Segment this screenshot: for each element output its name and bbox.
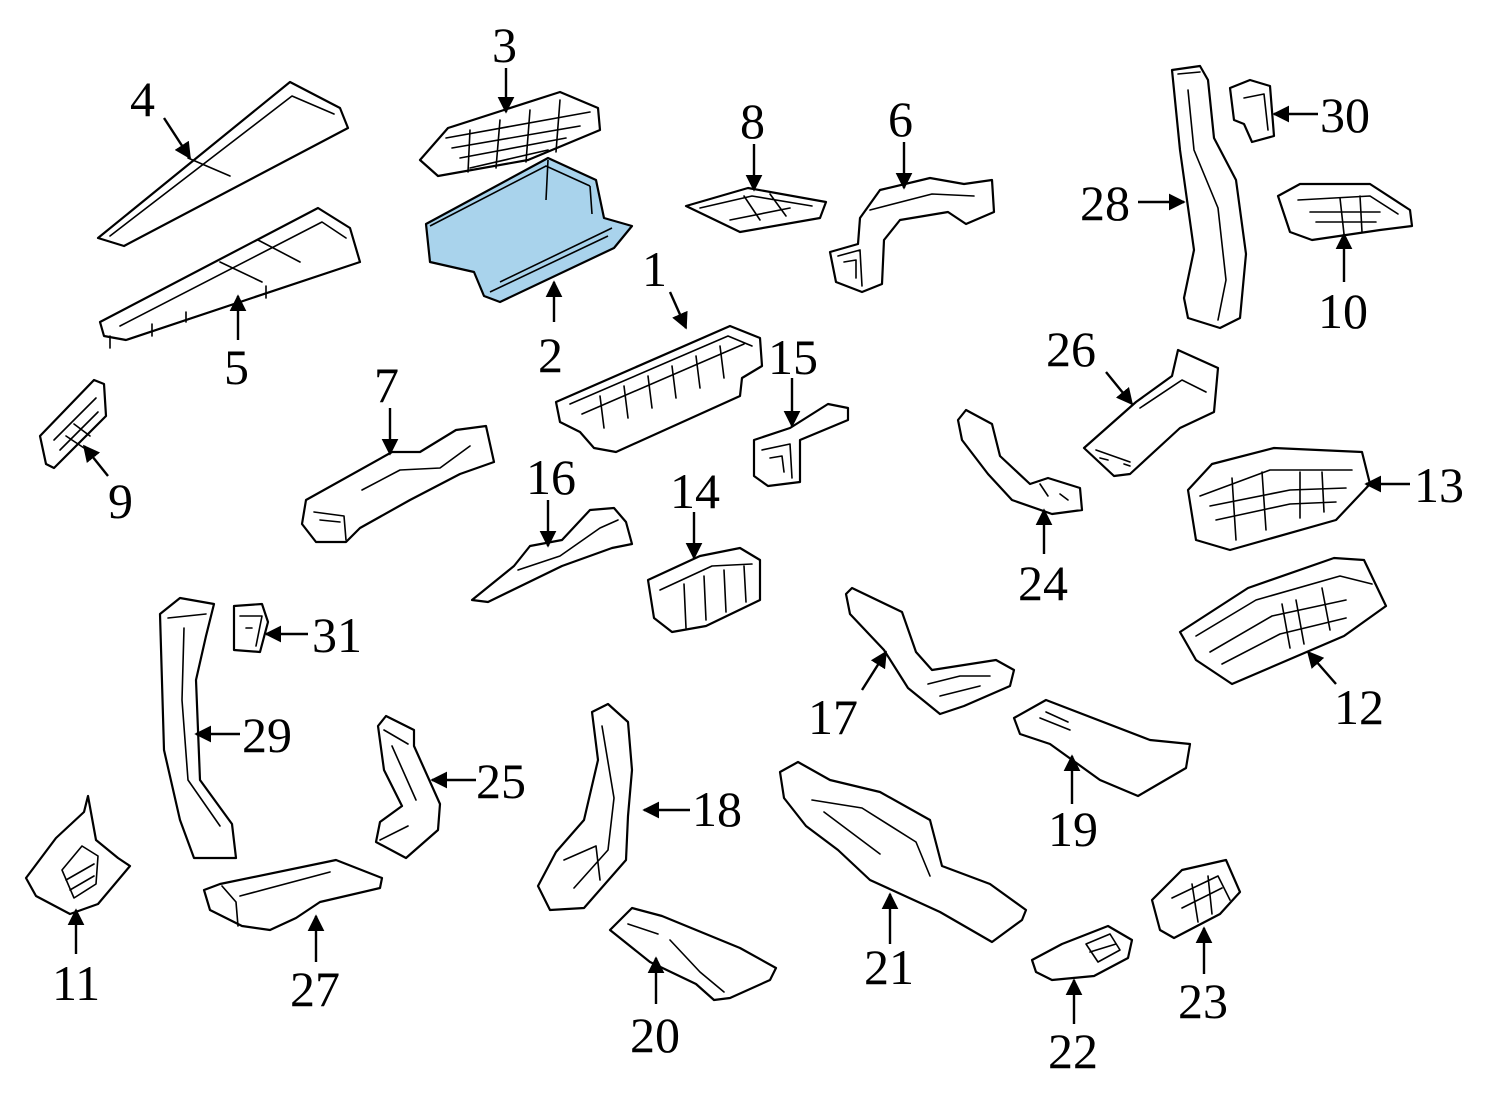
callout-11: 11 — [52, 955, 100, 1011]
callout-13: 13 — [1414, 457, 1464, 513]
part-4-trim-panel — [96, 80, 350, 248]
part-16-duct — [470, 506, 634, 604]
part-18-duct — [536, 702, 634, 912]
callout-labels: 1 2 3 4 5 6 7 8 9 10 11 12 13 14 15 16 1… — [52, 17, 1464, 1079]
leader-9 — [82, 444, 109, 477]
callout-28: 28 — [1080, 175, 1130, 231]
part-29-pillar-duct — [158, 596, 238, 860]
part-6-duct — [828, 176, 996, 294]
callout-18: 18 — [692, 781, 742, 837]
part-9-vent — [38, 378, 108, 470]
callout-5: 5 — [224, 339, 249, 395]
callout-15: 15 — [768, 329, 818, 385]
part-20-duct — [608, 906, 778, 1002]
callout-24: 24 — [1018, 555, 1068, 611]
part-13-vent-assembly — [1186, 446, 1372, 552]
part-17-duct — [844, 586, 1016, 716]
callout-20: 20 — [630, 1007, 680, 1063]
part-8-vent-trim — [684, 186, 828, 234]
part-5-trim-panel — [98, 206, 362, 349]
part-15-duct — [752, 402, 850, 488]
part-14-vent-housing — [646, 546, 762, 634]
callout-16: 16 — [526, 449, 576, 505]
part-31-clip — [232, 602, 270, 654]
callout-6: 6 — [888, 91, 913, 147]
part-3-grille — [418, 90, 602, 178]
part-25-duct — [374, 714, 442, 860]
leader-1 — [668, 291, 688, 330]
part-12-vent-assembly — [1178, 556, 1388, 686]
part-7-duct — [300, 424, 496, 544]
part-22-vent — [1030, 924, 1134, 982]
callout-10: 10 — [1318, 283, 1368, 339]
callout-3: 3 — [492, 17, 517, 73]
part-24-duct — [956, 408, 1084, 516]
callout-26: 26 — [1046, 321, 1096, 377]
part-2-duct-highlighted — [424, 156, 634, 304]
leader-26 — [1105, 371, 1134, 406]
callout-19: 19 — [1048, 801, 1098, 857]
part-27-duct — [202, 858, 384, 932]
part-30-clip — [1228, 78, 1276, 144]
callout-31: 31 — [312, 607, 362, 663]
callout-17: 17 — [808, 689, 858, 745]
part-1-vent-grille — [554, 324, 764, 454]
leader-arrows — [67, 68, 1410, 1024]
part-11-vent — [24, 794, 132, 916]
callout-14: 14 — [670, 463, 720, 519]
callout-12: 12 — [1334, 679, 1384, 735]
part-10-vent — [1276, 182, 1414, 242]
callout-25: 25 — [476, 753, 526, 809]
callout-9: 9 — [108, 473, 133, 529]
part-21-duct — [778, 760, 1028, 944]
part-19-duct — [1012, 698, 1192, 798]
callout-30: 30 — [1320, 87, 1370, 143]
callout-29: 29 — [242, 707, 292, 763]
callout-23: 23 — [1178, 973, 1228, 1029]
part-23-vent — [1150, 858, 1242, 940]
callout-8: 8 — [740, 93, 765, 149]
callout-2: 2 — [538, 327, 563, 383]
leader-4 — [162, 117, 192, 160]
callout-22: 22 — [1048, 1023, 1098, 1079]
part-26-duct — [1082, 348, 1220, 478]
part-28-pillar-duct — [1170, 64, 1248, 330]
callout-1: 1 — [642, 241, 667, 297]
callout-7: 7 — [374, 357, 399, 413]
callout-4: 4 — [130, 71, 155, 127]
leader-12 — [1306, 650, 1337, 685]
leader-17 — [860, 650, 888, 691]
callout-21: 21 — [864, 939, 914, 995]
callout-27: 27 — [290, 961, 340, 1017]
